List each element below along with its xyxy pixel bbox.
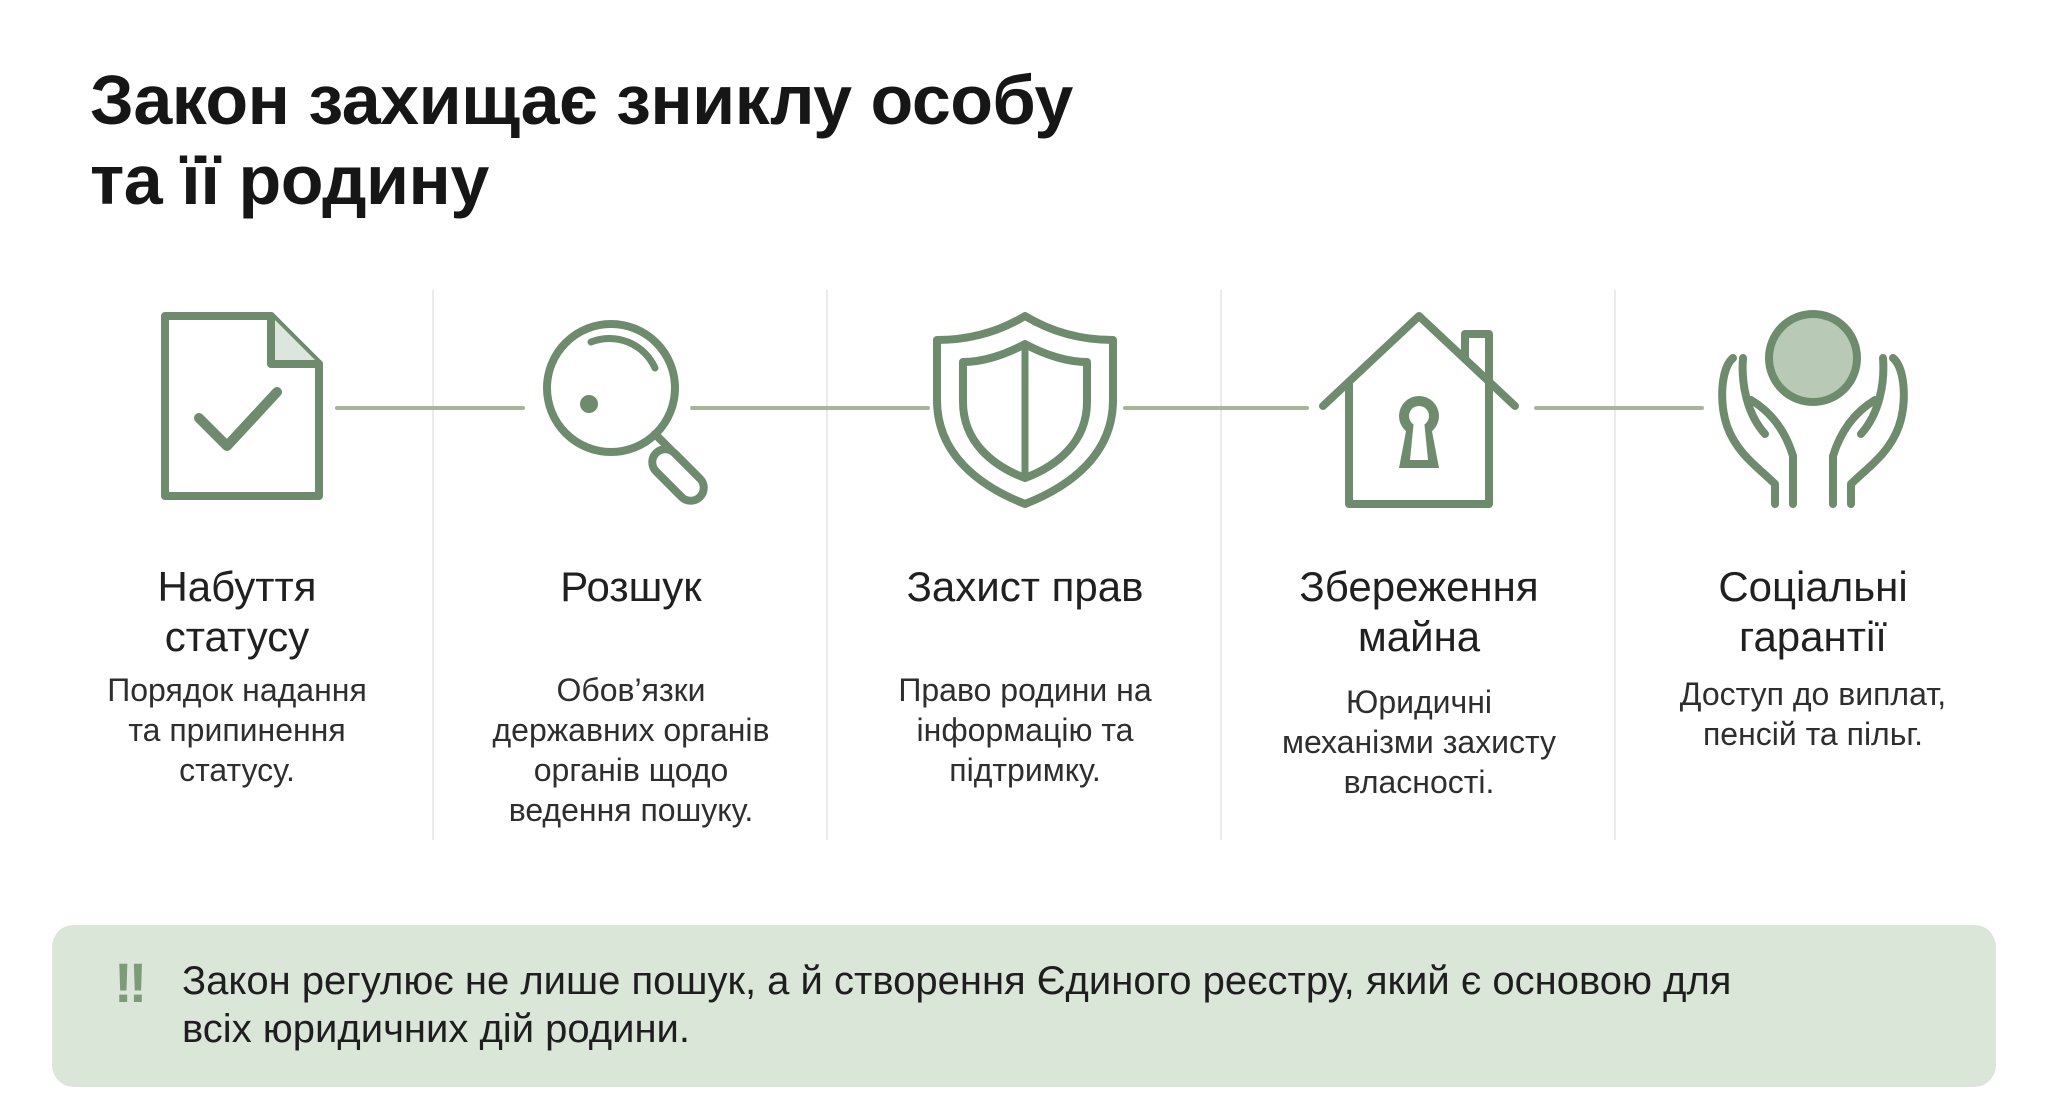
page-title: Закон захищає зниклу особу та її родину <box>90 60 1490 220</box>
step-desc-line: ведення пошуку. <box>508 792 754 828</box>
step-desc-line: Право родини на <box>898 672 1152 708</box>
connector-line <box>1123 406 1309 410</box>
step-description: Право родини на інформацію та підтримку. <box>836 670 1214 790</box>
step-rights: Захист прав Право родини на інформацію т… <box>828 290 1222 840</box>
note-text-line: всіх юридичних дій родини. <box>182 1007 690 1051</box>
step-desc-line: підтримку. <box>949 752 1101 788</box>
step-desc-line: механізми захисту <box>1281 724 1557 760</box>
step-desc-line: пенсій та пільг. <box>1702 716 1924 752</box>
step-desc-line: інформацію та <box>916 712 1134 748</box>
steps-timeline: Набуття статусу Порядок надання та припи… <box>40 290 2010 840</box>
step-status: Набуття статусу Порядок надання та припи… <box>40 290 434 840</box>
step-title-line: гарантії <box>1739 613 1887 660</box>
step-desc-line: Доступ до виплат, <box>1679 676 1947 712</box>
step-description: Обов’язки державних органів органів щодо… <box>442 670 820 830</box>
step-title-line: Розшук <box>560 563 702 610</box>
hands-protect-icon <box>1713 308 1913 508</box>
connector-line <box>335 406 525 410</box>
step-desc-line: Обов’язки <box>556 672 706 708</box>
note-text-line: Закон регулює не лише пошук, а й створен… <box>182 959 1732 1003</box>
connector-line <box>690 406 930 410</box>
step-description: Доступ до виплат, пенсій та пільг. <box>1624 674 2002 754</box>
step-title: Захист прав <box>838 562 1212 612</box>
column-divider <box>1614 290 1616 840</box>
step-title-line: майна <box>1357 613 1481 660</box>
step-title: Набуття статусу <box>50 562 424 662</box>
step-title-line: статусу <box>164 613 310 660</box>
page-title-line-1: Закон захищає зниклу особу <box>90 61 1073 139</box>
step-title-line: Соціальні <box>1718 563 1908 610</box>
column-divider <box>826 290 828 840</box>
step-search: Розшук Обов’язки державних органів орган… <box>434 290 828 840</box>
magnifier-icon <box>531 308 731 508</box>
step-desc-line: статусу. <box>179 752 295 788</box>
step-desc-line: та припинення <box>128 712 346 748</box>
step-desc-line: Юридичні <box>1346 684 1492 720</box>
note-text: Закон регулює не лише пошук, а й створен… <box>182 957 1972 1053</box>
step-description: Порядок надання та припинення статусу. <box>48 670 426 790</box>
connector-line <box>1534 406 1704 410</box>
step-title-line: Набуття <box>157 563 317 610</box>
step-title: Соціальні гарантії <box>1626 562 2000 662</box>
step-social: Соціальні гарантії Доступ до виплат, пен… <box>1616 290 2010 840</box>
column-divider <box>1220 290 1222 840</box>
step-title-line: Захист прав <box>906 563 1144 610</box>
house-keyhole-icon <box>1319 308 1519 508</box>
step-desc-line: органів щодо <box>533 752 729 788</box>
note-box: !! Закон регулює не лише пошук, а й ство… <box>52 925 1996 1087</box>
step-title: Розшук <box>444 562 818 612</box>
column-divider <box>432 290 434 840</box>
step-property: Збереження майна Юридичні механізми захи… <box>1222 290 1616 840</box>
page-title-line-2: та її родину <box>90 141 489 219</box>
step-title: Збереження майна <box>1232 562 1606 662</box>
document-check-icon <box>137 308 337 508</box>
step-desc-line: державних органів <box>492 712 770 748</box>
shield-icon <box>925 308 1125 508</box>
exclamation-icon: !! <box>114 951 147 1014</box>
step-title-line: Збереження <box>1299 563 1539 610</box>
step-description: Юридичні механізми захисту власності. <box>1230 682 1608 802</box>
step-desc-line: власності. <box>1343 764 1495 800</box>
step-desc-line: Порядок надання <box>107 672 367 708</box>
